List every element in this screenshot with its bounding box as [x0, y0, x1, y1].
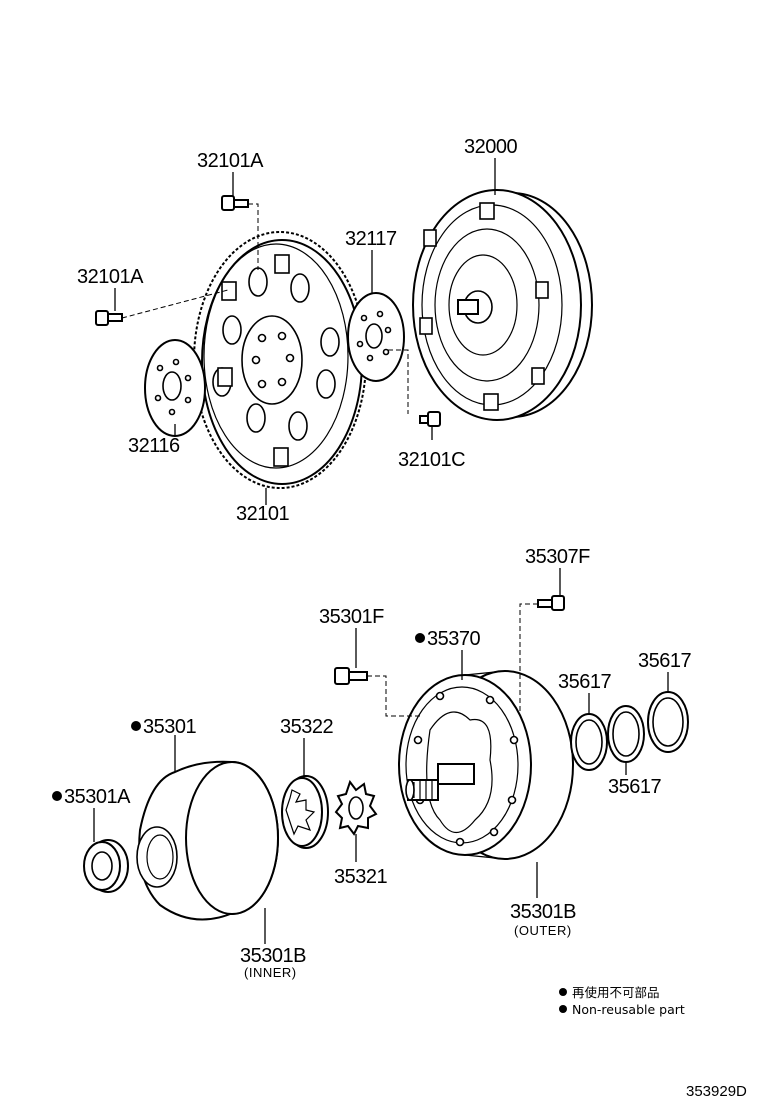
label-32101A-left: 32101A [77, 266, 144, 288]
label-35617-c: 35617 [638, 650, 691, 672]
oil-pump-cover-35301 [136, 760, 279, 921]
bolt-35301F [334, 667, 368, 685]
pump-driven-gear-35322 [281, 775, 329, 849]
label-32117: 32117 [345, 228, 397, 250]
label-32101: 32101 [236, 503, 289, 525]
label-35617-b: 35617 [608, 776, 661, 798]
label-35370: 35370 [427, 628, 480, 650]
o-ring-35617-b [607, 705, 645, 763]
label-32116: 32116 [128, 435, 180, 457]
oil-pump-body-35370 [398, 670, 574, 860]
torque-converter-32000 [412, 189, 593, 421]
label-35322: 35322 [280, 716, 333, 738]
bolt-32101A-left [95, 310, 123, 326]
o-ring-35617-c [647, 691, 689, 753]
legend: 再使用不可部品 Non-reusable part [559, 985, 685, 1017]
legend-english: Non-reusable part [572, 1002, 685, 1017]
label-35321: 35321 [334, 866, 387, 888]
label-32000: 32000 [464, 136, 517, 158]
non-reusable-dot-35370 [415, 633, 425, 643]
label-35301F: 35301F [319, 606, 384, 628]
label-35307F: 35307F [525, 546, 590, 568]
oil-seal-35301A [83, 839, 129, 893]
label-35617-a: 35617 [558, 671, 611, 693]
label-35301: 35301 [143, 716, 196, 738]
label-35301B-inner: 35301B [240, 945, 306, 967]
drawing-code: 353929D [686, 1083, 747, 1100]
label-32101C: 32101C [398, 449, 465, 471]
sublabel-inner: (INNER) [244, 965, 297, 980]
legend-dot-en [559, 1005, 567, 1013]
legend-japanese: 再使用不可部品 [572, 985, 660, 1000]
o-ring-35617-a [570, 713, 608, 771]
non-reusable-dot-35301A [52, 791, 62, 801]
label-32101A-top: 32101A [197, 150, 264, 172]
bolt-32101A-top [221, 195, 249, 211]
label-35301B-outer: 35301B [510, 901, 576, 923]
non-reusable-dot-35301 [131, 721, 141, 731]
bolt-32101C [419, 411, 441, 427]
bolt-35307F [537, 595, 565, 611]
legend-dot-jp [559, 988, 567, 996]
spacer-32116 [144, 339, 206, 437]
label-35301A: 35301A [64, 786, 131, 808]
sublabel-outer: (OUTER) [514, 923, 572, 938]
drive-plate-32101 [193, 231, 367, 489]
spacer-32117 [347, 292, 405, 382]
pump-drive-gear-35321 [334, 779, 378, 836]
